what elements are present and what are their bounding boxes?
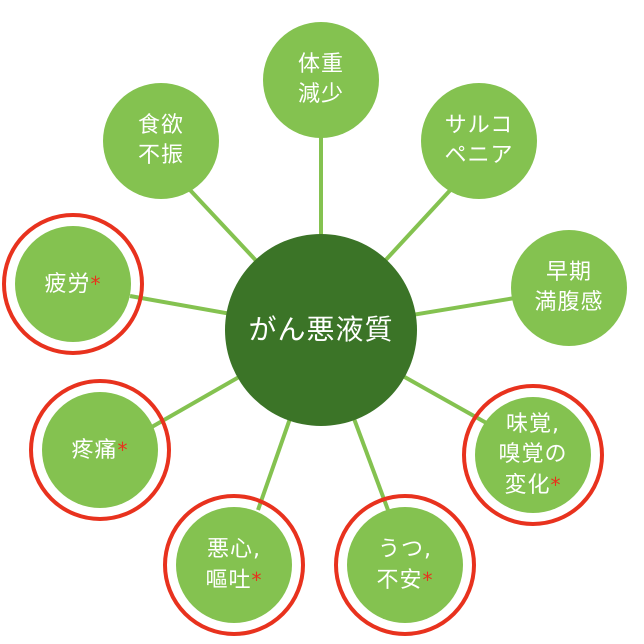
center-node-cancer-cachexia: がん悪液質 <box>225 234 417 426</box>
asterisk-mark: * <box>550 472 562 497</box>
node-label-line2: ペニア <box>444 143 514 168</box>
asterisk-mark: * <box>90 271 102 296</box>
node-label-line2: 嘔吐 <box>205 567 252 593</box>
node-sarcopenia: サルコ ペニア <box>421 83 537 199</box>
node-label-line2: 減少 <box>297 82 344 107</box>
node-label-line1: 疼痛 <box>71 437 118 463</box>
node-fatigue: 疲労* <box>15 226 131 342</box>
node-label-line1: サルコ <box>444 113 514 138</box>
node-anorexia: 食欲 不振 <box>103 83 219 199</box>
asterisk-mark: * <box>117 437 129 462</box>
node-label-line1: うつ, <box>377 536 432 562</box>
node-label-line1: 味覚, <box>505 411 560 437</box>
node-taste-smell-change: 味覚, 嗅覚の 変化* <box>475 397 591 513</box>
node-label-line2: 満腹感 <box>534 290 604 315</box>
node-label-line2: 不振 <box>137 143 184 168</box>
highlight-ring-fatigue <box>2 213 144 355</box>
node-pain: 疼痛* <box>42 392 158 508</box>
center-label: がん悪液質 <box>248 313 394 346</box>
node-label-line1: 体重 <box>297 52 344 77</box>
node-early-satiety: 早期 満腹感 <box>511 230 627 346</box>
node-depression-anxiety: うつ, 不安* <box>347 507 463 623</box>
node-label-line1: 疲労 <box>44 271 91 297</box>
highlight-ring-nausea <box>163 494 305 636</box>
highlight-ring-depression <box>334 494 476 636</box>
node-label-line1: 早期 <box>545 260 592 285</box>
node-nausea-vomiting: 悪心, 嘔吐* <box>176 507 292 623</box>
node-label-line2: 不安 <box>376 567 423 593</box>
node-label-line1: 悪心, <box>206 536 261 562</box>
node-weight-loss: 体重 減少 <box>263 22 379 138</box>
asterisk-mark: * <box>422 567 434 592</box>
node-label-line1: 食欲 <box>137 113 184 138</box>
highlight-ring-pain <box>29 379 171 521</box>
highlight-ring-taste-smell <box>462 384 604 526</box>
asterisk-mark: * <box>251 567 263 592</box>
node-label-line3: 変化 <box>504 472 551 498</box>
node-label-line2: 嗅覚の <box>498 441 568 467</box>
